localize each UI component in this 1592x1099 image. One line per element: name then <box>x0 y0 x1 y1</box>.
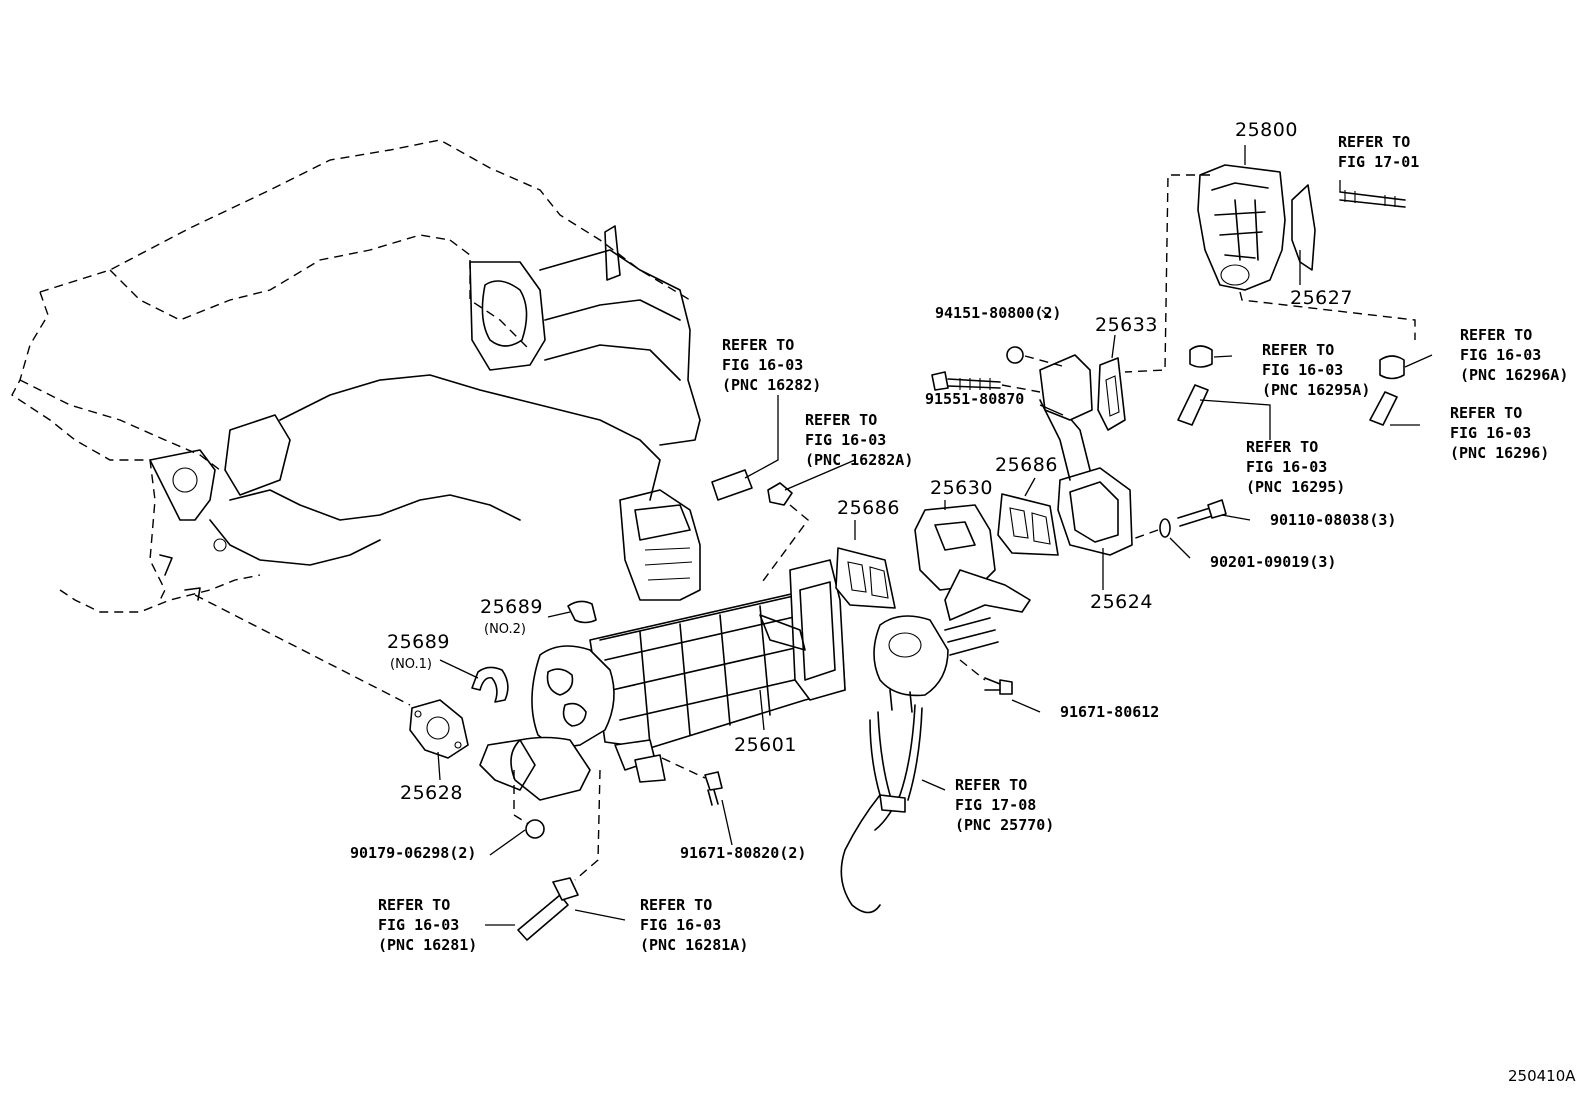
part-sublabel-no2: (NO.2) <box>484 622 526 637</box>
clamp-16296a <box>1379 355 1405 380</box>
egr-valve-25630 <box>873 504 1031 713</box>
part-label-91551-80870: 91551-80870 <box>925 390 1025 408</box>
bracket-25800 <box>1197 164 1286 291</box>
gasket-25686-right <box>997 493 1059 556</box>
part-label-25686-left: 25686 <box>837 497 900 519</box>
part-label-90201-09019: 90201-09019(3) <box>1210 553 1337 571</box>
part-label-90179-06298: 90179-06298(2) <box>350 844 477 862</box>
engine-block-outline <box>11 139 691 613</box>
vacuum-hose <box>840 719 881 914</box>
washer-90201 <box>1159 518 1171 538</box>
part-sublabel-no1: (NO.1) <box>390 657 432 672</box>
part-label-25633: 25633 <box>1095 314 1158 336</box>
hose-16281 <box>517 894 569 941</box>
clamp-25689-no1 <box>471 666 509 703</box>
hose-16295 <box>1177 384 1209 426</box>
flange-25633 <box>1039 354 1126 431</box>
part-label-25800: 25800 <box>1235 119 1298 141</box>
part-label-25628: 25628 <box>400 782 463 804</box>
part-label-25601: 25601 <box>734 734 797 756</box>
part-label-90110-08038: 90110-08038(3) <box>1270 511 1397 529</box>
clamp-16282a <box>767 482 793 506</box>
part-label-91671-80612: 91671-80612 <box>1060 703 1160 721</box>
part-label-25689-no1: 25689 <box>387 631 450 653</box>
clamp-16295a <box>1189 345 1213 368</box>
part-label-25624: 25624 <box>1090 591 1153 613</box>
hose-16282 <box>711 469 753 501</box>
nut-90179 <box>525 819 545 839</box>
bolt-91671-80612 <box>984 677 1013 695</box>
part-label-25630: 25630 <box>930 477 993 499</box>
clamp-25689-no2 <box>567 600 597 624</box>
part-label-25686-right: 25686 <box>995 454 1058 476</box>
hose-16296 <box>1369 391 1398 426</box>
egr-cooler-25601 <box>479 559 846 801</box>
clamp-16281a <box>552 877 579 901</box>
nut-94151 <box>1006 346 1024 364</box>
part-label-91671-80820: 91671-80820(2) <box>680 844 807 862</box>
bolt-91671-80820 <box>704 771 723 806</box>
part-label-25689-no2: 25689 <box>480 596 543 618</box>
intake-manifold <box>149 225 701 601</box>
gasket-25627 <box>1291 184 1316 271</box>
part-label-25627: 25627 <box>1290 287 1353 309</box>
bolt-90110 <box>1177 499 1227 527</box>
stud-fig-17-01 <box>1339 190 1406 208</box>
gasket-25628 <box>409 699 469 759</box>
figure-id: 250410A <box>1508 1067 1576 1085</box>
leader-lines <box>437 145 1433 926</box>
part-label-94151-80800: 94151-80800(2) <box>935 304 1062 322</box>
bolt-91551 <box>931 371 1001 391</box>
gasket-25686-left <box>835 547 896 609</box>
